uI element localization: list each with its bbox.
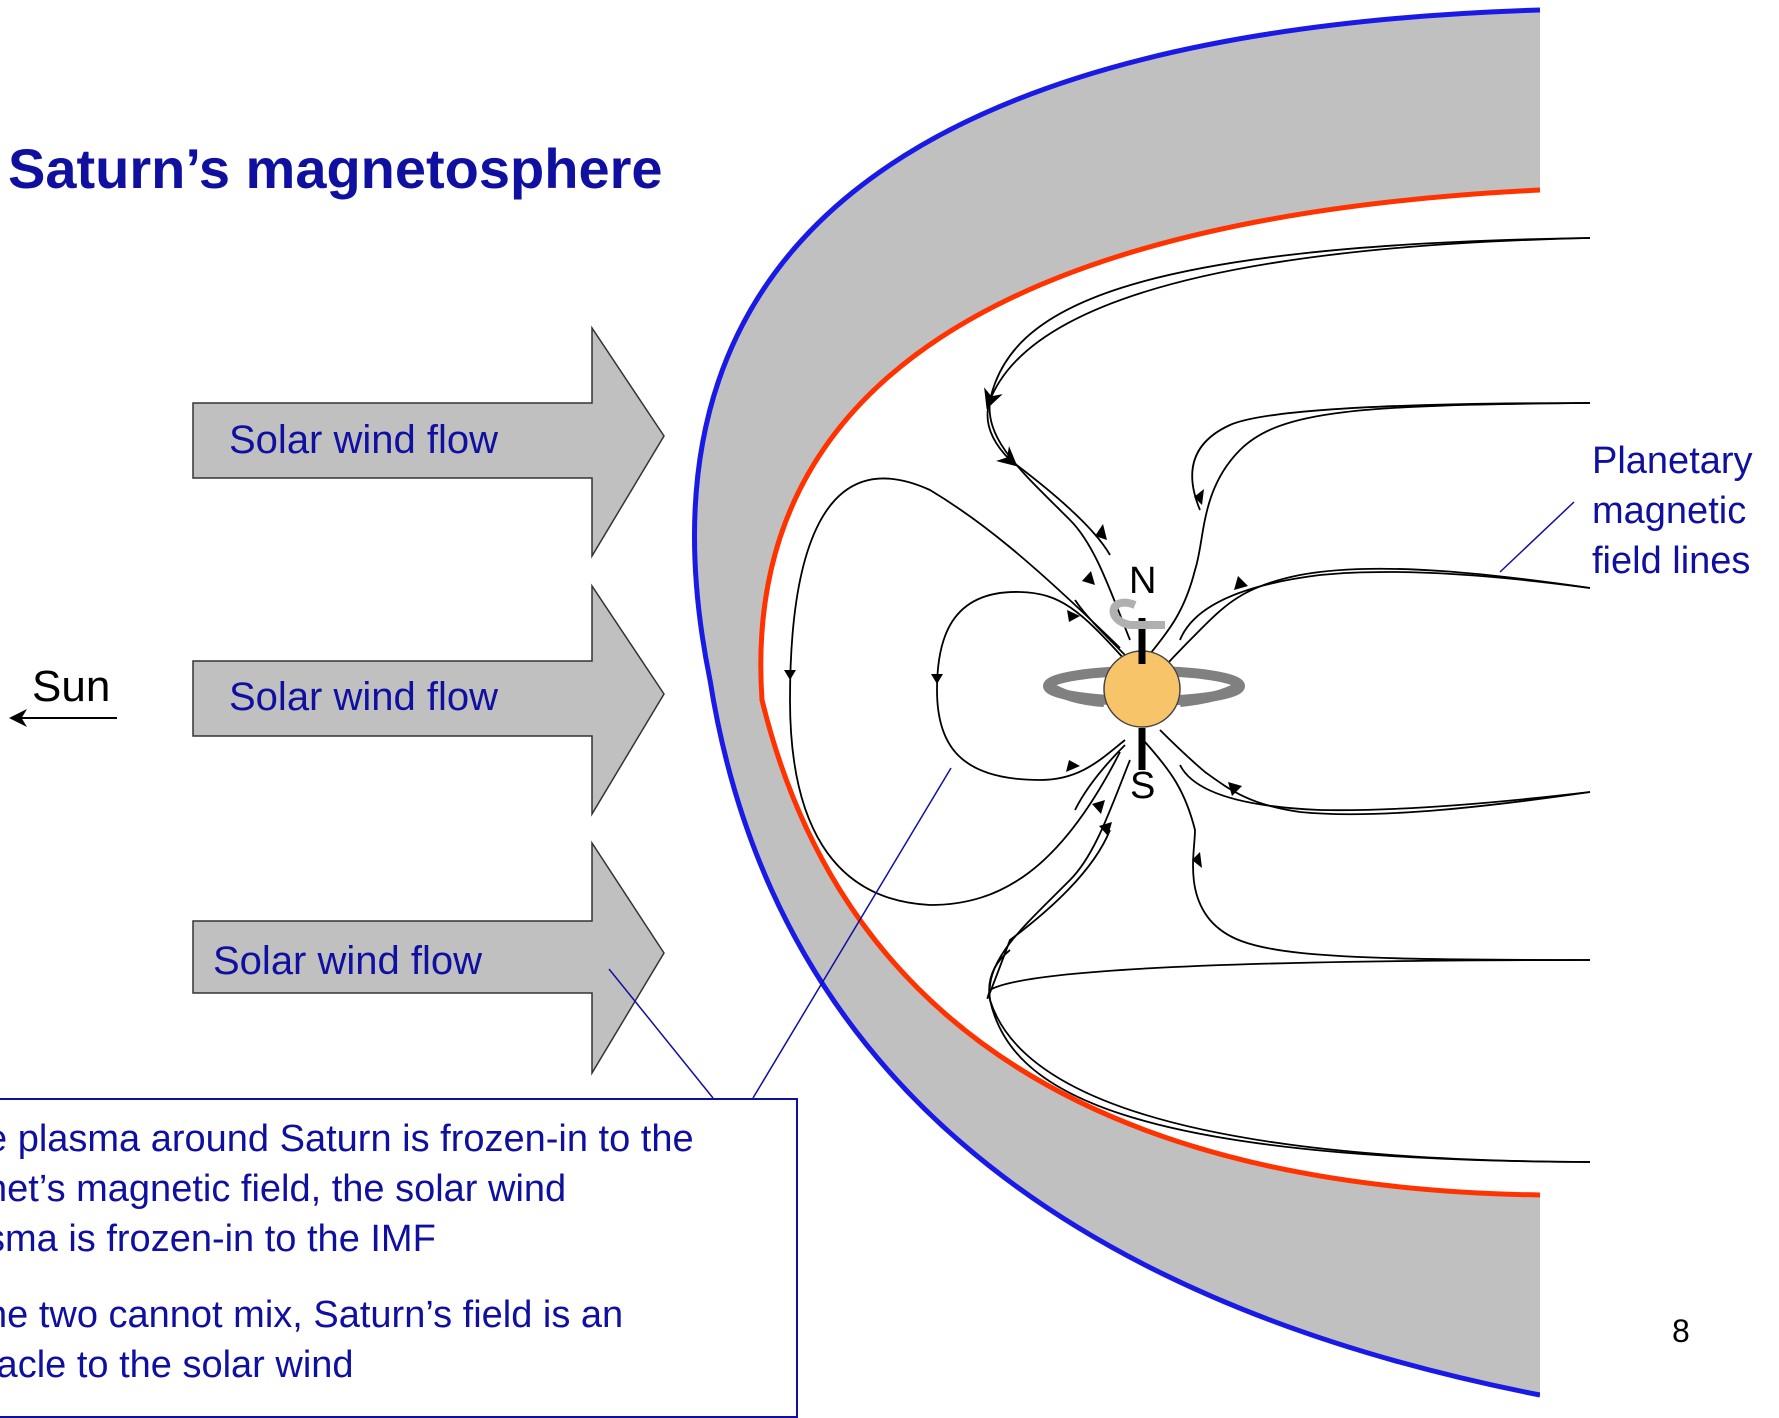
- callout-leader-loop: [752, 767, 952, 1099]
- callout-line-2: net’s magnetic field, the solar wind: [0, 1168, 567, 1210]
- sun-label: Sun: [32, 662, 111, 711]
- field-label-leader: [1499, 501, 1575, 573]
- south-pole-label: S: [1130, 765, 1156, 807]
- page-number: 8: [1672, 1313, 1690, 1349]
- slide-title: Saturn’s magnetosphere: [8, 137, 663, 200]
- field-lines-label: Planetary magnetic field lines: [1592, 436, 1753, 586]
- field-lines-label-line-1: Planetary: [1592, 440, 1753, 482]
- callout-line-5: tacle to the solar wind: [0, 1344, 354, 1386]
- solar-wind-arrow-1: [192, 325, 665, 559]
- field-line-arrows: [784, 489, 1248, 868]
- solar-wind-label-2: Solar wind flow: [229, 675, 499, 719]
- solar-wind-label-1: Solar wind flow: [229, 418, 499, 462]
- north-pole-label: N: [1129, 560, 1157, 602]
- field-lines-label-line-2: magnetic: [1592, 490, 1747, 532]
- callout-line-1: e plasma around Saturn is frozen-in to t…: [0, 1118, 694, 1160]
- field-lines-label-line-3: field lines: [1592, 540, 1751, 582]
- field-lines: [789, 237, 1591, 1163]
- explanation-callout: e plasma around Saturn is frozen-in to t…: [0, 1098, 798, 1418]
- solar-wind-arrow-2: [192, 583, 665, 817]
- saturn: [1043, 650, 1245, 728]
- solar-wind-label-3: Solar wind flow: [213, 939, 483, 983]
- bow-shock-line: [692, 7, 1541, 1398]
- solar-wind-arrow-3: [192, 840, 665, 1076]
- callout-leader-arrow: [608, 968, 714, 1099]
- callout-line-4: he two cannot mix, Saturn’s field is an: [0, 1294, 624, 1336]
- magnetopause-line: [758, 187, 1541, 1198]
- callout-line-3: sma is frozen-in to the IMF: [0, 1218, 436, 1260]
- rotation-symbol: [1109, 598, 1165, 629]
- sheath-edge: [1540, 0, 1779, 1400]
- magnetosheath: [694, 10, 1540, 1395]
